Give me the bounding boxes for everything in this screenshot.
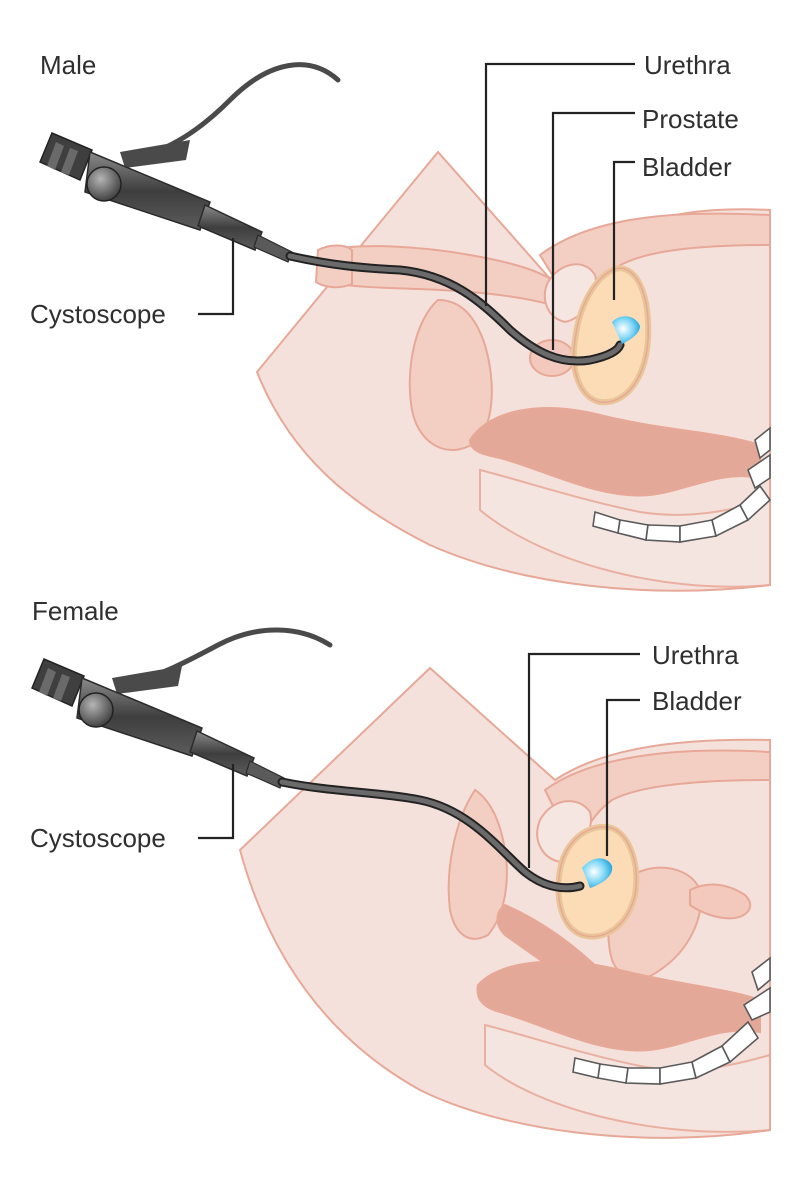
female-upper-organ xyxy=(543,749,771,853)
male-bladder-label: Bladder xyxy=(642,152,732,182)
female-bladder-inner xyxy=(557,826,638,938)
male-bladder-leader xyxy=(612,160,635,300)
male-urethra-label: Urethra xyxy=(644,50,731,80)
female-urethra-leader xyxy=(527,652,640,868)
male-prostate-leader xyxy=(551,111,635,350)
female-scope-sheath xyxy=(189,729,255,777)
female-scope-knob xyxy=(78,692,114,728)
female-bladder-leader xyxy=(605,698,640,856)
female-anatomy xyxy=(238,666,771,1139)
male-sacrum xyxy=(592,426,772,543)
male-scope-sheath xyxy=(197,203,263,251)
female-scope-eyepiece-ring xyxy=(39,668,70,701)
male-cystoscope-label: Cystoscope xyxy=(30,299,166,329)
female-rectum xyxy=(476,960,761,1052)
female-cystoscope xyxy=(31,627,613,893)
female-urethra-label: Urethra xyxy=(652,640,739,670)
female-fallopian-tube xyxy=(689,883,752,920)
male-title: Male xyxy=(40,50,96,80)
male-rectum xyxy=(468,407,761,497)
male-scope-collar xyxy=(253,234,293,263)
male-prostate-label: Prostate xyxy=(642,104,739,134)
female-cystoscope-leader xyxy=(198,764,235,840)
male-scope-knob xyxy=(86,166,122,202)
male-scope-tip-light xyxy=(612,316,640,344)
female-cystoscope-label: Cystoscope xyxy=(30,823,166,853)
male-urethra-leader xyxy=(484,62,635,306)
male-scope-tube-highlight xyxy=(287,253,623,364)
male-scope-eyepiece-ring xyxy=(47,142,78,175)
male-panel: Male xyxy=(30,50,772,592)
female-scope-tube-highlight xyxy=(279,779,583,891)
male-cystoscope-leader xyxy=(198,238,235,316)
male-scope-flange xyxy=(120,140,190,168)
male-anatomy xyxy=(255,150,772,592)
female-scope-flange xyxy=(112,666,182,694)
male-cystoscope xyxy=(39,62,640,366)
female-scope-tip-light xyxy=(582,858,613,888)
female-bladder-label: Bladder xyxy=(652,686,742,716)
female-panel: Female xyxy=(30,596,771,1139)
male-bladder-inner xyxy=(573,267,649,403)
female-scope-collar xyxy=(245,760,285,789)
female-vulva xyxy=(447,788,508,940)
female-title: Female xyxy=(32,596,119,626)
female-sacrum xyxy=(572,956,771,1085)
